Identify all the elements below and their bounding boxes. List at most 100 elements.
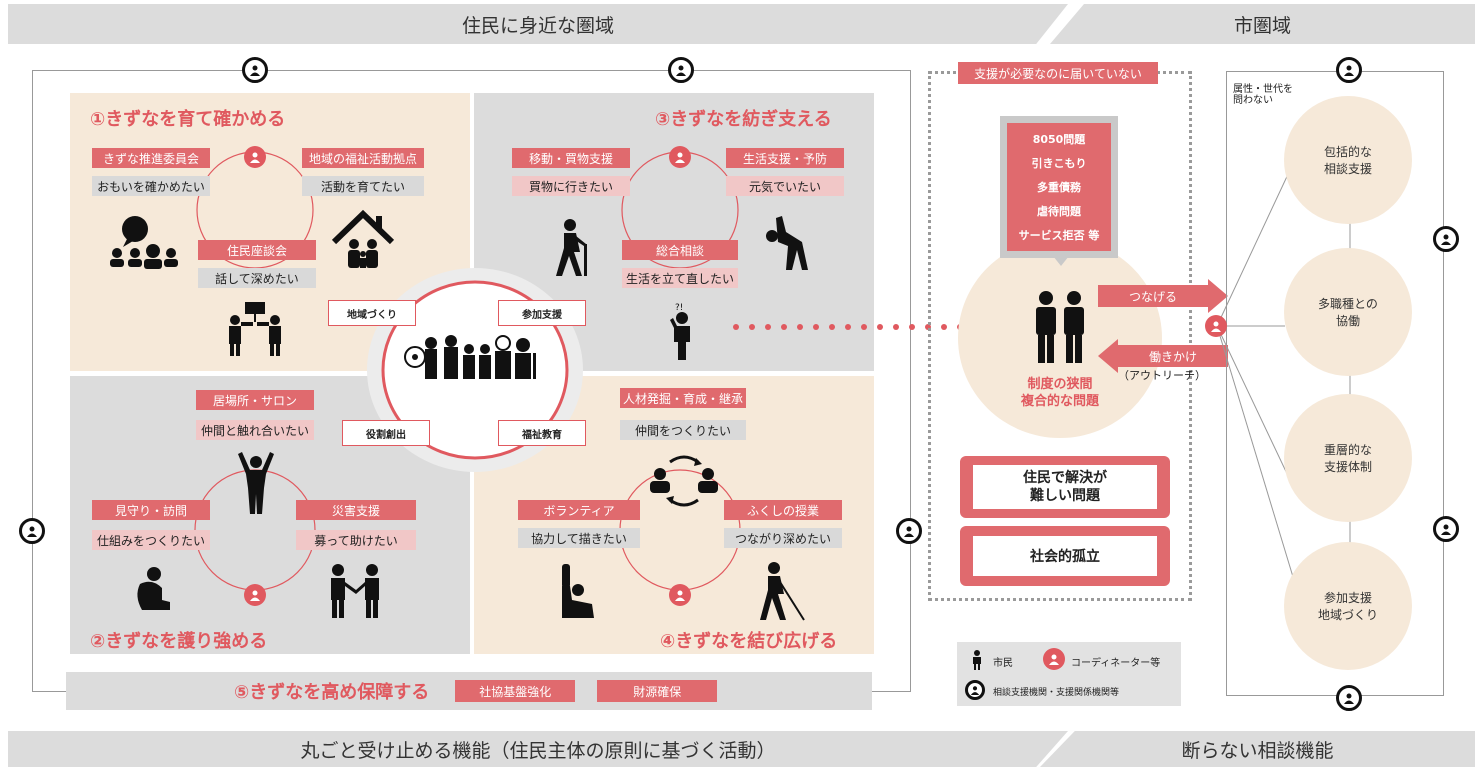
agency-icon-right-top	[1336, 57, 1362, 83]
right-circle-4: 参加支援 地域づくり	[1284, 542, 1412, 670]
right-circle-1: 包括的な 相談支援	[1284, 96, 1412, 224]
hard-problem-line1: 住民で解決が	[1023, 470, 1107, 486]
center-tag-yakuwari: 役割創出	[342, 420, 430, 446]
issue-item: サービス拒否 等	[1018, 229, 1100, 242]
issue-item: 引きこもり	[1031, 157, 1087, 170]
connect-arrow: つなげる	[1098, 285, 1208, 307]
gap-circle-text: 制度の狭間 複合的な問題	[990, 376, 1130, 410]
q2-tag-b: 見守り・訪問	[92, 500, 210, 520]
troubled-person-icon: ?!	[670, 303, 690, 360]
house-family-icon	[331, 209, 395, 268]
hard-problem-line2: 難しい問題	[1030, 488, 1100, 504]
stretching-person-icon	[766, 216, 808, 270]
q3-title: ③きずなを紡ぎ支える	[655, 109, 832, 130]
q1-coordinator-icon	[244, 146, 266, 168]
q4-sub-a: 仲間をつくりたい	[620, 420, 746, 440]
connect-arrow-head	[1208, 279, 1228, 313]
q2-coordinator-icon	[244, 584, 266, 606]
two-people-icon	[1036, 291, 1084, 363]
walking-cane-icon	[556, 219, 587, 276]
handshake-icon	[331, 564, 379, 618]
connect-arrow-label: つなげる	[1128, 289, 1177, 304]
footer-left-title: 丸ごと受け止める機能（住民主体の原則に基づく活動）	[300, 739, 776, 762]
header-left-title: 住民に身近な圏域	[461, 14, 614, 37]
agency-legend-icon	[965, 680, 985, 700]
right-connectors	[1216, 169, 1351, 601]
right-circle-3-l1: 重層的な	[1323, 443, 1372, 457]
right-frame	[1226, 71, 1444, 696]
gap-text-2: 複合的な問題	[1020, 394, 1099, 409]
issues-list: 8050問題 引きこもり 多重債務 虐待問題 サービス拒否 等	[1007, 123, 1111, 251]
q2-sub-b: 仕組みをつくりたい	[92, 530, 210, 550]
q3-coordinator-icon	[669, 146, 691, 168]
q2-tag-a: 居場所・サロン	[196, 390, 314, 410]
coordinator-legend-icon	[1043, 648, 1065, 670]
right-note-line1: 属性・世代を	[1233, 84, 1293, 95]
q4-tag-b: ボランティア	[518, 500, 640, 520]
team-cycle-icon	[650, 455, 718, 507]
q2-sub-a: 仲間と触れ合いたい	[196, 420, 314, 440]
sitting-alone-icon	[137, 567, 170, 610]
hard-problem-inner: 住民で解決が 難しい問題	[973, 465, 1157, 509]
q4-title: ④きずなを結び広げる	[660, 631, 838, 652]
issue-item: 虐待問題	[1037, 205, 1081, 218]
issues-box: 8050問題 引きこもり 多重債務 虐待問題 サービス拒否 等	[1000, 116, 1118, 258]
issues-pointer	[1053, 256, 1069, 266]
hard-problem-box: 住民で解決が 難しい問題	[960, 456, 1170, 518]
legend: 市民 コーディネーター等 相談支援機関・支援関係機関等	[957, 642, 1181, 706]
q1-tag-c: 住民座談会	[198, 240, 316, 260]
q5-tag-kiban: 社協基盤強化	[455, 680, 576, 702]
header-right-title: 市圏域	[1233, 14, 1291, 37]
legend-coordinator: コーディネーター等	[1071, 658, 1161, 669]
right-circle-2-l1: 多職種との	[1318, 297, 1378, 311]
outreach-sub-label: （アウトリーチ）	[1118, 369, 1206, 382]
agency-icon-right-mid2	[1433, 516, 1459, 542]
q3-tag-c: 総合相談	[622, 240, 738, 260]
q1-tag-a: きずな推進委員会	[92, 148, 210, 168]
center-tag-chiiki: 地域づくり	[328, 300, 416, 326]
q5-title: ⑤きずなを高め保障する	[234, 682, 430, 703]
q4-sub-b: 協力して描きたい	[518, 528, 640, 548]
q2-title: ②きずなを護り強める	[90, 631, 268, 652]
center-tag-sanka: 参加支援	[498, 300, 586, 326]
right-note: 属性・世代を 問わない	[1233, 84, 1293, 106]
right-circle-2-l2: 協働	[1335, 314, 1360, 328]
agency-icon-right-mid1	[1433, 226, 1459, 252]
q3-tag-a: 移動・買物支援	[512, 148, 630, 168]
outreach-arrow: 働きかけ	[1118, 345, 1228, 367]
raised-hand-icon	[562, 564, 594, 618]
footer-right-title: 断らない相談機能	[1181, 739, 1334, 762]
legend-citizen: 市民	[993, 658, 1013, 669]
right-note-line2: 問わない	[1233, 95, 1273, 106]
agency-icon-left	[19, 518, 45, 544]
q4-tag-c: ふくしの授業	[724, 500, 842, 520]
q3-tag-b: 生活支援・予防	[726, 148, 844, 168]
outreach-arrow-head	[1098, 339, 1118, 373]
citizen-legend-icon	[973, 650, 981, 670]
q3-sub-a: 買物に行きたい	[512, 176, 630, 196]
right-circle-3: 重層的な 支援体制	[1284, 394, 1412, 522]
svg-text:?!: ?!	[675, 303, 683, 313]
meeting-icon	[110, 216, 178, 269]
blind-walker-icon	[760, 562, 805, 621]
right-circle-3-l2: 支援体制	[1323, 460, 1372, 474]
agency-icon-right-bottom	[1336, 685, 1362, 711]
right-circle-1-l2: 相談支援	[1323, 162, 1372, 176]
footer-right-band: 断らない相談機能	[1040, 731, 1475, 767]
issue-item: 多重債務	[1037, 181, 1081, 194]
isolation-box: 社会的孤立	[960, 526, 1170, 586]
q2-sub-c: 募って助けたい	[296, 530, 416, 550]
q1-tag-b: 地域の福祉活動拠点	[302, 148, 424, 168]
issue-item: 8050問題	[1032, 133, 1086, 146]
right-circle-4-l1: 参加支援	[1323, 591, 1372, 605]
right-circle-2: 多職種との 協働	[1284, 248, 1412, 376]
legend-agency: 相談支援機関・支援関係機関等	[993, 688, 1120, 698]
q5-panel: ⑤きずなを高め保障する 社協基盤強化 財源確保	[66, 672, 872, 710]
header-right-band: 市圏域	[1050, 4, 1475, 44]
q4-coordinator-icon	[669, 584, 691, 606]
outreach-arrow-label: 働きかけ	[1148, 349, 1197, 364]
right-circle-1-l1: 包括的な	[1323, 145, 1372, 159]
footer-left-band: 丸ごと受け止める機能（住民主体の原則に基づく活動）	[8, 731, 1068, 767]
right-circle-4-l2: 地域づくり	[1317, 608, 1378, 622]
q1-sub-a: おもいを確かめたい	[92, 176, 210, 196]
